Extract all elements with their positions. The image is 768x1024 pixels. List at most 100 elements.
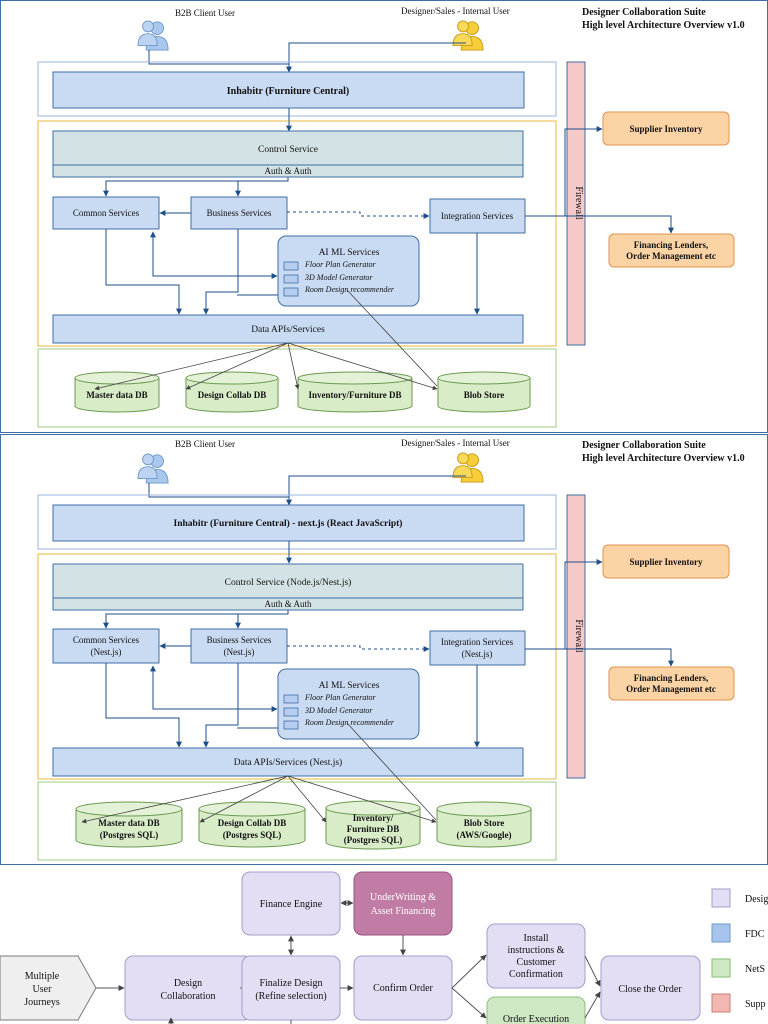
frontend-label: Inhabitr (Furniture Central) [227, 86, 349, 97]
blob-store[interactable] [436, 801, 532, 848]
design-collaboration-label-1: Design [174, 978, 202, 989]
design-collab-db[interactable] [185, 371, 279, 413]
financing-label-1: Financing Lenders, [634, 240, 709, 250]
common-services-label: Common Services [73, 208, 140, 218]
internal-user-label: Designer/Sales - Internal User [401, 6, 510, 16]
integration-services-box[interactable] [429, 630, 526, 666]
legend-swatch [711, 888, 731, 908]
firewall-label: Firewall [573, 186, 584, 220]
finalize-design-label-2: (Refine selection) [255, 991, 326, 1002]
supplier-inventory-label: Supplier Inventory [629, 557, 703, 567]
inventory-db-label: Inventory/Furniture DB [308, 390, 401, 400]
data-apis-label: Data APIs/Services (Nest.js) [234, 757, 342, 768]
integration-services-label: Integration Services [441, 211, 514, 221]
module-icon [283, 707, 299, 717]
blob-store[interactable] [437, 371, 531, 413]
frontend-box[interactable] [52, 504, 525, 542]
close-order-step[interactable] [600, 955, 701, 1021]
architecture-panel-v1: B2B Client User Designer/Sales - Interna… [0, 0, 768, 433]
financing-label-2: Order Management etc [626, 251, 716, 261]
design-collab-db[interactable] [198, 801, 306, 848]
aiml-item: 3D Model Generator [304, 273, 373, 282]
journeys-shape[interactable] [0, 955, 97, 1021]
aiml-item: Floor Plan Generator [304, 693, 377, 702]
legend-label: Supp [745, 999, 766, 1010]
inventory-db-label-1: Inventory/ [353, 813, 394, 823]
supplier-inventory-label: Supplier Inventory [629, 124, 703, 134]
business-services-label: Business Services [207, 635, 272, 645]
module-icon [283, 274, 299, 284]
business-services-box[interactable] [190, 628, 288, 664]
common-services-box[interactable] [52, 628, 160, 664]
suite-title: Designer Collaboration Suite [582, 7, 706, 18]
finance-engine-label: Finance Engine [260, 899, 323, 910]
module-icon [283, 261, 299, 271]
frontend-container [37, 61, 557, 117]
inventory-db-label-2: Furniture DB [347, 824, 400, 834]
data-apis-box[interactable] [52, 314, 524, 344]
aiml-item: 3D Model Generator [304, 706, 373, 715]
master-data-db-tech: (Postgres SQL) [100, 830, 159, 840]
integration-services-tech: (Nest.js) [462, 649, 493, 659]
b2b-user-label: B2B Client User [175, 8, 235, 18]
finance-engine-step[interactable] [241, 871, 341, 936]
journeys-label-1: Multiple [25, 971, 60, 982]
design-collab-db-label: Design Collab DB [218, 818, 287, 828]
firewall-bar [566, 494, 586, 779]
confirm-order-label: Confirm Order [373, 983, 433, 994]
close-order-label: Close the Order [618, 984, 682, 995]
supplier-inventory-box[interactable] [602, 544, 730, 579]
integration-services-label: Integration Services [441, 637, 514, 647]
blob-store-tech: (AWS/Google) [457, 830, 512, 840]
internal-user-label: Designer/Sales - Internal User [401, 438, 510, 448]
financing-label-1: Financing Lenders, [634, 673, 709, 683]
suite-subtitle: High level Architecture Overview v1.0 [582, 453, 745, 464]
firewall-bar [566, 61, 586, 346]
blob-store-label: Blob Store [464, 818, 505, 828]
control-service-box[interactable] [52, 130, 524, 166]
aiml-item: Room Design recommender [304, 285, 395, 294]
master-data-db[interactable] [75, 801, 183, 848]
legend-swatch [711, 923, 731, 943]
install-label-1: Install [524, 933, 549, 944]
supplier-inventory-box[interactable] [602, 111, 730, 146]
legend: Desig FDC NetS Supp [711, 888, 768, 1013]
data-apis-label: Data APIs/Services [251, 325, 325, 335]
control-service-box[interactable] [52, 563, 524, 599]
legend-swatch [711, 993, 731, 1013]
frontend-container [37, 494, 557, 550]
financing-box[interactable] [608, 666, 735, 701]
common-services-tech: (Nest.js) [91, 647, 122, 657]
blob-store-label: Blob Store [464, 390, 505, 400]
install-label-2: instructions & [508, 945, 565, 956]
module-icon [283, 720, 299, 730]
control-service-label: Control Service (Node.js/Nest.js) [225, 577, 352, 588]
finalize-design-label-1: Finalize Design [259, 978, 322, 989]
business-services-tech: (Nest.js) [224, 647, 255, 657]
aiml-title: AI ML Services [319, 248, 380, 258]
design-collab-db-label: Design Collab DB [198, 390, 267, 400]
integration-services-box[interactable] [429, 198, 526, 234]
legend-label: NetS [745, 964, 765, 975]
master-data-db-label: Master data DB [98, 818, 159, 828]
inventory-db[interactable] [297, 371, 413, 413]
underwriting-label-1: UnderWriting & [370, 892, 436, 903]
common-services-label: Common Services [73, 635, 140, 645]
design-collab-db-tech: (Postgres SQL) [223, 830, 282, 840]
process-flow: Multiple User Journeys Design Collaborat… [0, 871, 768, 1024]
aiml-item: Floor Plan Generator [304, 260, 377, 269]
financing-label-2: Order Management etc [626, 684, 716, 694]
frontend-box[interactable] [52, 71, 525, 109]
aiml-services-box[interactable] [277, 235, 420, 307]
aiml-services-box[interactable] [277, 668, 420, 740]
aiml-item: Room Design recommender [304, 718, 395, 727]
aiml-list: Floor Plan Generator 3D Model Generator … [283, 693, 395, 730]
inventory-db[interactable] [325, 800, 421, 850]
financing-box[interactable] [608, 233, 735, 268]
database-container [37, 348, 557, 428]
data-apis-box[interactable] [52, 747, 524, 777]
underwriting-step[interactable] [353, 871, 453, 936]
module-icon [283, 694, 299, 704]
